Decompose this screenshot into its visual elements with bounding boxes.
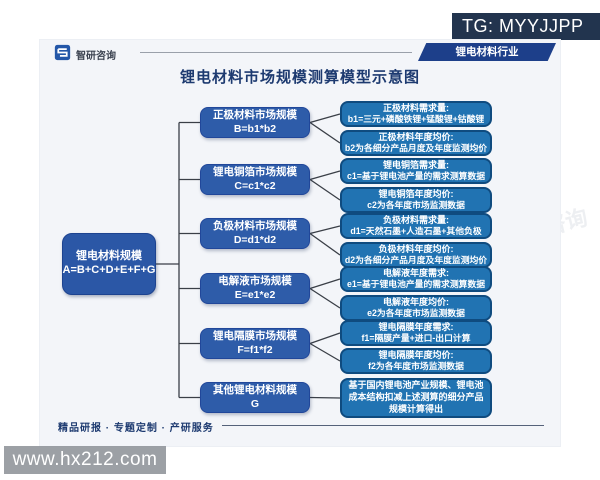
mid-node-formula: F=f1*f2 bbox=[237, 343, 273, 356]
mid-node-formula: D=d1*d2 bbox=[233, 233, 277, 246]
leaf-node: 锂电隔膜年度均价: f2为各年度市场监测数据 bbox=[340, 348, 492, 374]
leaf-formula: e1=基于锂电池产量的需求测算数据 bbox=[346, 279, 486, 290]
footer-services: 精品研报 · 专题定制 · 产研服务 bbox=[58, 423, 214, 434]
leaf-node-other-calc: 基于国内锂电池产业规模、锂电池成本结构扣减上述测算的细分产品规模计算得出 bbox=[340, 378, 492, 418]
leaf-formula: c1=基于锂电池产量的需求测算数据 bbox=[346, 171, 486, 182]
mid-node-formula: B=b1*b2 bbox=[233, 122, 277, 135]
leaf-node: 电解液年度均价: e2为各年度市场监测数据 bbox=[340, 295, 492, 321]
leaf-node: 负极材料需求量: d1=天然石墨+人造石墨+其他负极 bbox=[340, 213, 492, 239]
leaf-title: 锂电隔膜年度需求: bbox=[378, 321, 454, 332]
leaf-formula: d2为各细分产品月度及年度监测均价 bbox=[344, 255, 488, 266]
leaf-title: 负极材料需求量: bbox=[383, 214, 449, 225]
leaf-node: 正极材料需求量: b1=三元+磷酸铁锂+锰酸锂+钴酸锂 bbox=[340, 101, 492, 127]
zhiyan-logo-icon bbox=[54, 44, 71, 61]
page-title: 锂电材料市场规模测算模型示意图 bbox=[179, 69, 420, 86]
leaf-node: 负极材料年度均价: d2为各细分产品月度及年度监测均价 bbox=[340, 242, 492, 268]
leaf-title: 正极材料需求量: bbox=[383, 102, 449, 113]
industry-tag: 锂电材料行业 bbox=[418, 43, 556, 61]
mid-node-label: 锂电铜箔市场规模 bbox=[213, 166, 297, 179]
leaf-formula: b1=三元+磷酸铁锂+锰酸锂+钴酸锂 bbox=[347, 114, 485, 125]
mid-node-label: 其他锂电材料规模 bbox=[213, 384, 297, 397]
mid-node-separator: 锂电隔膜市场规模 F=f1*f2 bbox=[200, 328, 310, 359]
leaf-formula: d1=天然石墨+人造石墨+其他负极 bbox=[350, 226, 482, 237]
url-watermark: www.hx212.com bbox=[4, 446, 166, 474]
leaf-title: 锂电隔膜年度均价: bbox=[378, 349, 454, 360]
mid-node-formula: G bbox=[250, 397, 260, 410]
leaf-title: 电解液年度需求: bbox=[383, 267, 449, 278]
header-divider bbox=[140, 52, 412, 53]
mid-node-cathode: 正极材料市场规模 B=b1*b2 bbox=[200, 107, 310, 138]
leaf-formula: f2为各年度市场监测数据 bbox=[368, 361, 464, 372]
mid-node-label: 锂电隔膜市场规模 bbox=[213, 330, 297, 343]
mid-node-formula: C=c1*c2 bbox=[234, 179, 276, 192]
leaf-text: 基于国内锂电池产业规模、锂电池成本结构扣减上述测算的细分产品规模计算得出 bbox=[348, 380, 484, 414]
leaf-node: 锂电铜箔需求量: c1=基于锂电池产量的需求测算数据 bbox=[340, 158, 492, 184]
leaf-node: 锂电隔膜年度需求: f1=隔膜产量+进口-出口计算 bbox=[340, 320, 492, 346]
leaf-node: 电解液年度需求: e1=基于锂电池产量的需求测算数据 bbox=[340, 266, 492, 292]
tg-badge: TG: MYYJJPP bbox=[452, 13, 600, 40]
leaf-formula: b2为各细分产品月度及年度监测均价 bbox=[344, 143, 488, 154]
mid-node-anode: 负极材料市场规模 D=d1*d2 bbox=[200, 218, 310, 249]
leaf-node: 正极材料年度均价: b2为各细分产品月度及年度监测均价 bbox=[340, 130, 492, 156]
leaf-title: 锂电铜箔年度均价: bbox=[378, 188, 454, 199]
leaf-title: 正极材料年度均价: bbox=[378, 131, 454, 142]
mid-node-label: 负极材料市场规模 bbox=[213, 220, 297, 233]
footer-divider bbox=[222, 425, 544, 426]
mid-node-copper-foil: 锂电铜箔市场规模 C=c1*c2 bbox=[200, 164, 310, 195]
leaf-title: 负极材料年度均价: bbox=[378, 243, 454, 254]
leaf-formula: f1=隔膜产量+进口-出口计算 bbox=[361, 333, 471, 344]
mid-node-other: 其他锂电材料规模 G bbox=[200, 382, 310, 413]
leaf-formula: e2为各年度市场监测数据 bbox=[367, 308, 465, 319]
root-node-formula: A=B+C+D+E+F+G bbox=[62, 264, 156, 276]
leaf-title: 电解液年度均价: bbox=[383, 296, 449, 307]
mid-node-label: 电解液市场规模 bbox=[218, 275, 292, 288]
leaf-title: 锂电铜箔需求量: bbox=[383, 159, 449, 170]
leaf-node: 锂电铜箔年度均价: c2为各年度市场监测数据 bbox=[340, 187, 492, 213]
leaf-formula: c2为各年度市场监测数据 bbox=[367, 200, 465, 211]
mid-node-label: 正极材料市场规模 bbox=[213, 109, 297, 122]
mid-node-formula: E=e1*e2 bbox=[234, 288, 276, 301]
logo-text: 智研咨询 bbox=[76, 51, 116, 62]
root-node: 锂电材料规模 A=B+C+D+E+F+G bbox=[62, 233, 156, 295]
root-node-label: 锂电材料规模 bbox=[76, 250, 142, 263]
mid-node-electrolyte: 电解液市场规模 E=e1*e2 bbox=[200, 273, 310, 304]
